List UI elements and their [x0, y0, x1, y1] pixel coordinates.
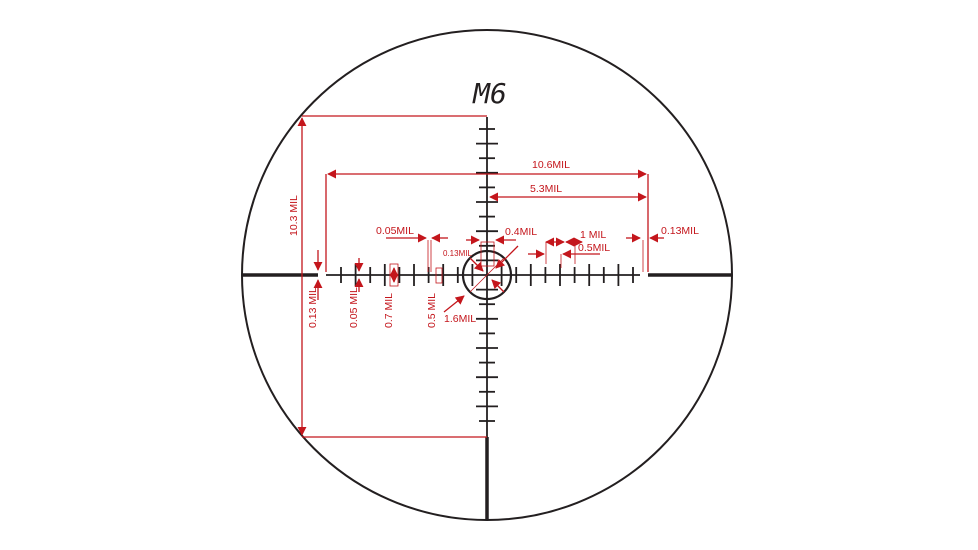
center-circle: [461, 249, 513, 301]
label-center-gap: 0.4MIL: [505, 226, 537, 238]
label-tick-spacing: 1 MIL: [580, 229, 606, 241]
label-short-tick: 0.5 MIL: [426, 293, 438, 328]
label-half-span: 5.3MIL: [530, 183, 562, 195]
label-half-tick-spacing: 0.5MIL: [578, 242, 610, 254]
label-post-thickness: 0.13 MIL: [307, 287, 319, 328]
dimension-annotations: [297, 115, 664, 438]
reticle-name: M6: [472, 77, 507, 110]
label-horizontal-span: 10.6MIL: [532, 159, 570, 171]
label-long-tick: 0.7 MIL: [383, 293, 395, 328]
label-vertical-span: 10.3 MIL: [288, 195, 300, 236]
label-line-width-top: 0.05MIL: [376, 225, 414, 237]
dimension-labels: 10.3 MIL 10.6MIL 5.3MIL 0.13MIL 0.13 MIL…: [288, 159, 699, 328]
label-line-width-left: 0.05 MIL: [348, 287, 360, 328]
label-center-dot: 0.13MIL: [443, 249, 472, 258]
label-post-gap: 0.13MIL: [661, 225, 699, 237]
label-circle-diameter: 1.6MIL: [444, 313, 476, 325]
reticle-ticks: [340, 128, 634, 422]
